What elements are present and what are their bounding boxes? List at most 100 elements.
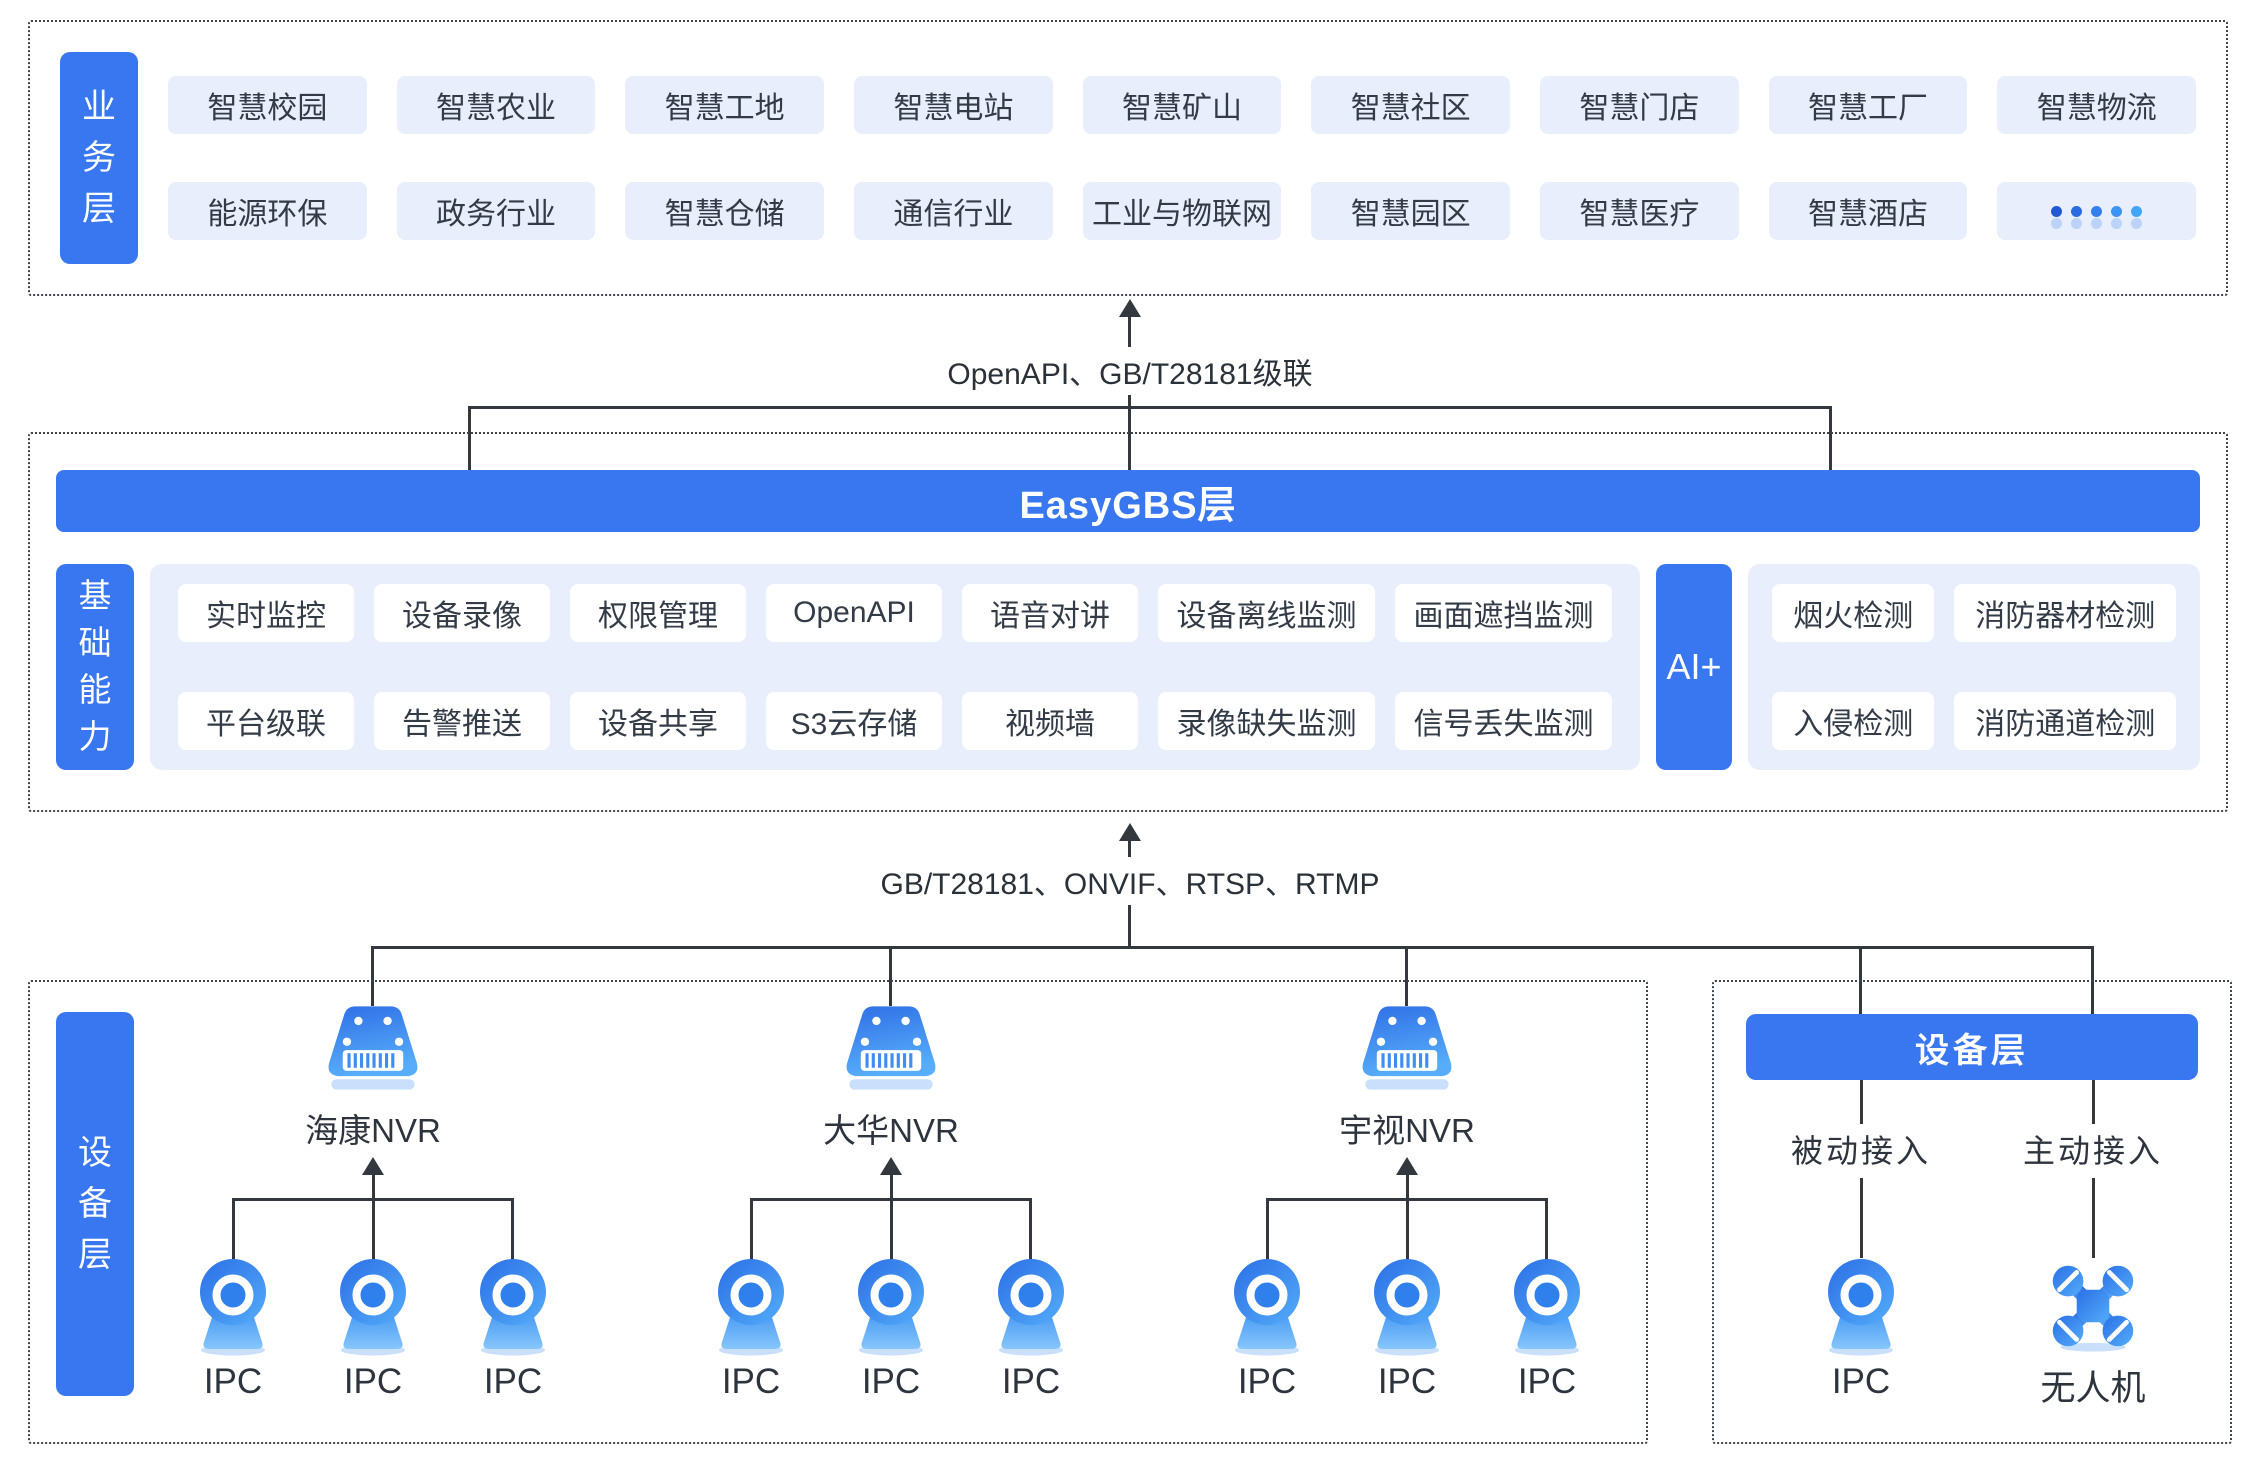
ipc-label: IPC	[1517, 1362, 1577, 1401]
connector-line	[1405, 946, 1408, 1006]
ipc-label: IPC	[1237, 1362, 1297, 1401]
ipc-label: IPC	[483, 1362, 543, 1401]
connector-line	[2092, 1178, 2095, 1258]
ipc-label: IPC	[203, 1362, 263, 1401]
ipc-node: IPC	[951, 1256, 1111, 1402]
nvr-icon	[1357, 1002, 1457, 1094]
connector-branch	[232, 1198, 514, 1201]
business-chip: 智慧工地	[625, 76, 825, 134]
business-chip: 智慧园区	[1311, 182, 1511, 240]
connector-line	[890, 1173, 893, 1260]
connector-line	[1860, 1080, 1863, 1124]
ipc-label: IPC	[1001, 1362, 1061, 1401]
ipc-camera-icon	[1817, 1256, 1905, 1356]
connector-line	[1860, 1178, 1863, 1258]
connector-line	[1545, 1198, 1548, 1260]
business-chip: 智慧物流	[1997, 76, 2197, 134]
capability-chip: 语音对讲	[962, 584, 1138, 642]
business-chip-row-2: 能源环保 政务行业 智慧仓储 通信行业 工业与物联网 智慧园区 智慧医疗 智慧酒…	[168, 182, 2197, 240]
nvr-node: 宇视NVR	[1307, 1002, 1507, 1152]
connector-line	[468, 406, 471, 470]
arrow-up-to-nvr	[1396, 1157, 1418, 1175]
capability-chip: 权限管理	[570, 584, 746, 642]
ai-chip: 消防通道检测	[1954, 692, 2176, 750]
connector-line	[232, 1198, 235, 1260]
ai-row-2: 入侵检测 消防通道检测	[1772, 692, 2176, 750]
ipc-camera-icon	[847, 1256, 935, 1356]
business-chip: 智慧矿山	[1082, 76, 1282, 134]
business-layer-pill: 业务层	[60, 52, 138, 264]
connector-branch	[1266, 1198, 1548, 1201]
drone-label: 无人机	[2040, 1369, 2146, 1408]
nvr-label: 海康NVR	[305, 1112, 441, 1149]
business-chip: 智慧校园	[168, 76, 367, 134]
capability-chip: 实时监控	[178, 584, 354, 642]
drone-icon	[2047, 1258, 2139, 1354]
ipc-camera-icon	[469, 1256, 557, 1356]
capability-row-1: 实时监控 设备录像 权限管理 OpenAPI 语音对讲 设备离线监测 画面遮挡监…	[178, 584, 1612, 642]
ipc-label: IPC	[721, 1362, 781, 1401]
device-protocol-label: GB/T28181、ONVIF、RTSP、RTMP	[862, 857, 1398, 905]
connector-line	[2092, 1080, 2095, 1124]
ai-chip: 烟火检测	[1772, 584, 1935, 642]
business-chip: 工业与物联网	[1082, 182, 1282, 240]
ipc-node: IPC	[1781, 1256, 1941, 1402]
device-layer-section	[28, 980, 1648, 1444]
ipc-node: IPC	[1187, 1256, 1347, 1402]
nvr-label: 大华NVR	[823, 1112, 959, 1149]
ipc-label: IPC	[861, 1362, 921, 1401]
connector-line	[511, 1198, 514, 1260]
direct-device-title-bar: 设备层	[1746, 1014, 2198, 1080]
connector-line	[1406, 1173, 1409, 1260]
capability-chip: 视频墙	[962, 692, 1138, 750]
ipc-node: IPC	[433, 1256, 593, 1402]
business-chip: 智慧电站	[854, 76, 1053, 134]
arrow-up-to-easygbs	[1119, 823, 1141, 841]
business-chip-more	[1997, 182, 2197, 240]
ellipsis-dots-icon	[2051, 205, 2143, 217]
nvr-label: 宇视NVR	[1339, 1112, 1475, 1149]
business-chip: 智慧酒店	[1768, 182, 1968, 240]
capability-chip: 设备共享	[570, 692, 746, 750]
connector-line	[889, 946, 892, 1006]
capability-pill: 基础能力	[56, 564, 134, 770]
business-chip: 智慧社区	[1311, 76, 1511, 134]
connector-distribution-line	[372, 946, 2094, 949]
ipc-node: IPC	[1467, 1256, 1627, 1402]
ipc-label: IPC	[1831, 1362, 1891, 1401]
business-chip: 智慧仓储	[625, 182, 825, 240]
connector-line	[372, 1173, 375, 1260]
arrow-up-to-nvr	[880, 1157, 902, 1175]
easygbs-title: EasyGBS层	[1019, 484, 1237, 527]
cascade-protocol-label: OpenAPI、GB/T28181级联	[929, 347, 1331, 395]
business-chip: 智慧工厂	[1768, 76, 1968, 134]
ipc-camera-icon	[1503, 1256, 1591, 1356]
device-layer-label: 设备层	[78, 1133, 112, 1274]
ipc-camera-icon	[1363, 1256, 1451, 1356]
ai-chip: 入侵检测	[1772, 692, 1935, 750]
arrow-up-to-nvr	[362, 1157, 384, 1175]
ipc-camera-icon	[1223, 1256, 1311, 1356]
ai-row-1: 烟火检测 消防器材检测	[1772, 584, 2176, 642]
connector-line	[371, 946, 374, 1006]
nvr-node: 海康NVR	[273, 1002, 473, 1152]
direct-device-section	[1712, 980, 2232, 1444]
access-mode-label: 被动接入	[1780, 1126, 1942, 1172]
capability-chip: 信号丢失监测	[1395, 692, 1612, 750]
business-chip-row-1: 智慧校园 智慧农业 智慧工地 智慧电站 智慧矿山 智慧社区 智慧门店 智慧工厂 …	[168, 76, 2197, 134]
nvr-icon	[323, 1002, 423, 1094]
ai-plus-label: AI+	[1666, 646, 1722, 687]
ai-chip: 消防器材检测	[1954, 584, 2176, 642]
arrow-up-to-business	[1119, 299, 1141, 317]
capability-chip: 录像缺失监测	[1158, 692, 1375, 750]
capability-container: 实时监控 设备录像 权限管理 OpenAPI 语音对讲 设备离线监测 画面遮挡监…	[150, 564, 1640, 770]
capability-chip: 画面遮挡监测	[1395, 584, 1612, 642]
ipc-node: IPC	[811, 1256, 971, 1402]
connector-bracket	[468, 406, 1832, 409]
business-chip-rows: 智慧校园 智慧农业 智慧工地 智慧电站 智慧矿山 智慧社区 智慧门店 智慧工厂 …	[168, 76, 2197, 240]
ipc-camera-icon	[329, 1256, 417, 1356]
connector-line	[1266, 1198, 1269, 1260]
drone-node: 无人机	[2013, 1258, 2173, 1411]
business-chip: 智慧农业	[396, 76, 596, 134]
